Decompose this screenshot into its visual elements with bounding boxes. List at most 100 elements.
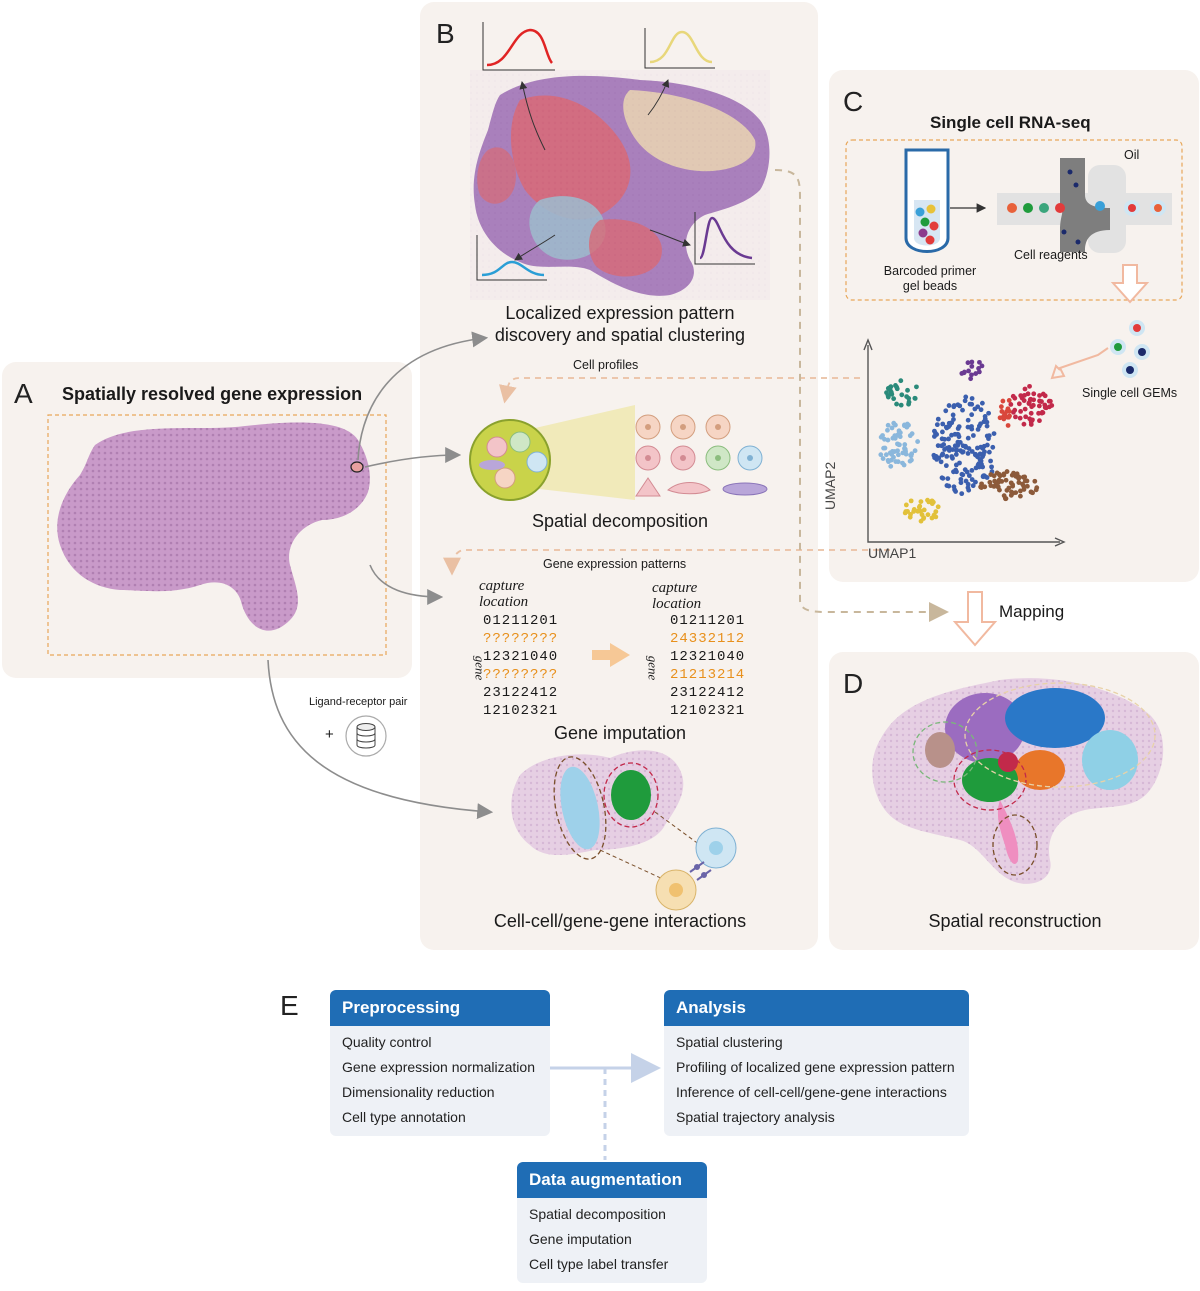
matrix-row: 12102321: [670, 703, 746, 719]
umap-point: [962, 398, 968, 404]
list-item: Dimensionality reduction: [342, 1084, 495, 1100]
umap-point: [956, 434, 962, 440]
umap-point: [898, 378, 904, 384]
umap-point: [888, 384, 894, 390]
preprocessing-box: Preprocessing Quality control Gene expre…: [330, 990, 550, 1136]
umap-point: [900, 460, 905, 466]
umap-point: [969, 477, 975, 482]
umap-point: [1021, 421, 1027, 427]
umap-point: [899, 392, 905, 398]
umap-point: [946, 420, 952, 426]
umap-point: [1001, 471, 1007, 477]
umap-point: [934, 422, 940, 428]
umap-point: [970, 483, 976, 489]
umap-point: [1049, 403, 1055, 408]
umap-point: [959, 491, 965, 497]
umap-point: [894, 401, 899, 407]
cell-type-profiles: [635, 414, 768, 497]
panel-c-title: Single cell RNA-seq: [930, 113, 1091, 132]
umap-point: [969, 396, 975, 401]
matrix-row: 01211201: [670, 613, 746, 629]
umap-point: [935, 504, 941, 510]
umap-point: [973, 465, 979, 471]
analysis-list: Spatial clustering Profiling of localize…: [664, 1026, 969, 1136]
umap-point: [986, 433, 992, 439]
umap-point: [969, 449, 975, 454]
umap-point: [1020, 474, 1026, 480]
umap-point: [969, 424, 974, 429]
umap-point: [1036, 410, 1041, 416]
umap-point: [946, 436, 951, 442]
umap-point: [982, 484, 988, 490]
umap-point: [1036, 403, 1042, 409]
umap-point: [958, 448, 963, 454]
expression-plot-purple: [694, 212, 755, 265]
umap-point: [880, 433, 885, 438]
umap-point: [882, 436, 887, 442]
umap-point: [896, 428, 902, 434]
umap-point: [895, 441, 900, 447]
umap-point: [991, 431, 997, 437]
umap-point: [953, 452, 959, 457]
umap-point: [977, 451, 983, 457]
expression-plot-yellow: [644, 28, 715, 69]
umap-point: [894, 433, 900, 438]
umap-point: [957, 460, 962, 466]
umap-point: [906, 396, 912, 401]
augmentation-title: Data augmentation: [517, 1162, 707, 1198]
matrix-row: 23122412: [670, 685, 746, 701]
umap-point: [915, 439, 921, 444]
umap-point: [958, 480, 964, 486]
umap-point: [969, 372, 974, 378]
matrix-row: 12102321: [483, 703, 559, 719]
umap-point: [895, 459, 901, 465]
umap-point: [1018, 493, 1023, 499]
umap-point: [911, 509, 917, 514]
umap-point: [1031, 397, 1037, 403]
reconstruction-caption: Spatial reconstruction: [928, 911, 1102, 931]
umap-point: [967, 401, 973, 407]
umap-point: [953, 467, 959, 473]
umap-point: [908, 453, 914, 459]
interactions-caption: Cell-cell/gene-gene interactions: [493, 911, 747, 931]
umap-point: [1010, 409, 1016, 415]
umap-point: [962, 467, 968, 473]
mapping-arrow: [952, 591, 998, 647]
umap-point: [1018, 408, 1024, 414]
umap-point: [895, 448, 900, 454]
clustering-caption: Localized expression pattern discovery a…: [494, 303, 746, 345]
umap-point: [906, 422, 911, 428]
panel-a-letter: A: [14, 378, 33, 409]
umap-point: [980, 464, 986, 470]
umap-point: [938, 459, 944, 465]
umap-point: [1040, 410, 1046, 416]
umap-point: [1021, 483, 1027, 489]
umap-point: [958, 476, 964, 482]
microfluidic-chip: [997, 158, 1172, 253]
umap-point: [970, 433, 976, 438]
umap-point: [979, 400, 985, 406]
umap-point: [1030, 402, 1036, 408]
decomposition-caption: Spatial decomposition: [531, 511, 709, 531]
umap-point: [889, 425, 895, 431]
umap-point: [989, 464, 994, 470]
umap-point: [1006, 414, 1012, 420]
umap-point: [912, 396, 918, 401]
umap-point: [1000, 398, 1006, 404]
umap-point: [929, 515, 935, 521]
umap-point: [965, 435, 971, 441]
umap-point: [1010, 482, 1015, 488]
umap-point: [944, 453, 950, 459]
umap-point: [925, 497, 930, 503]
umap-point: [999, 409, 1005, 414]
umap-point: [1022, 406, 1028, 412]
umap-point: [906, 399, 912, 405]
umap-point: [982, 416, 988, 422]
umap-point: [943, 408, 949, 414]
matrix-row: 12321040: [670, 649, 746, 665]
umap-point: [944, 483, 950, 488]
umap-point: [962, 369, 967, 375]
umap-point: [979, 481, 984, 487]
umap-point: [903, 502, 909, 508]
umap-point: [965, 424, 971, 430]
